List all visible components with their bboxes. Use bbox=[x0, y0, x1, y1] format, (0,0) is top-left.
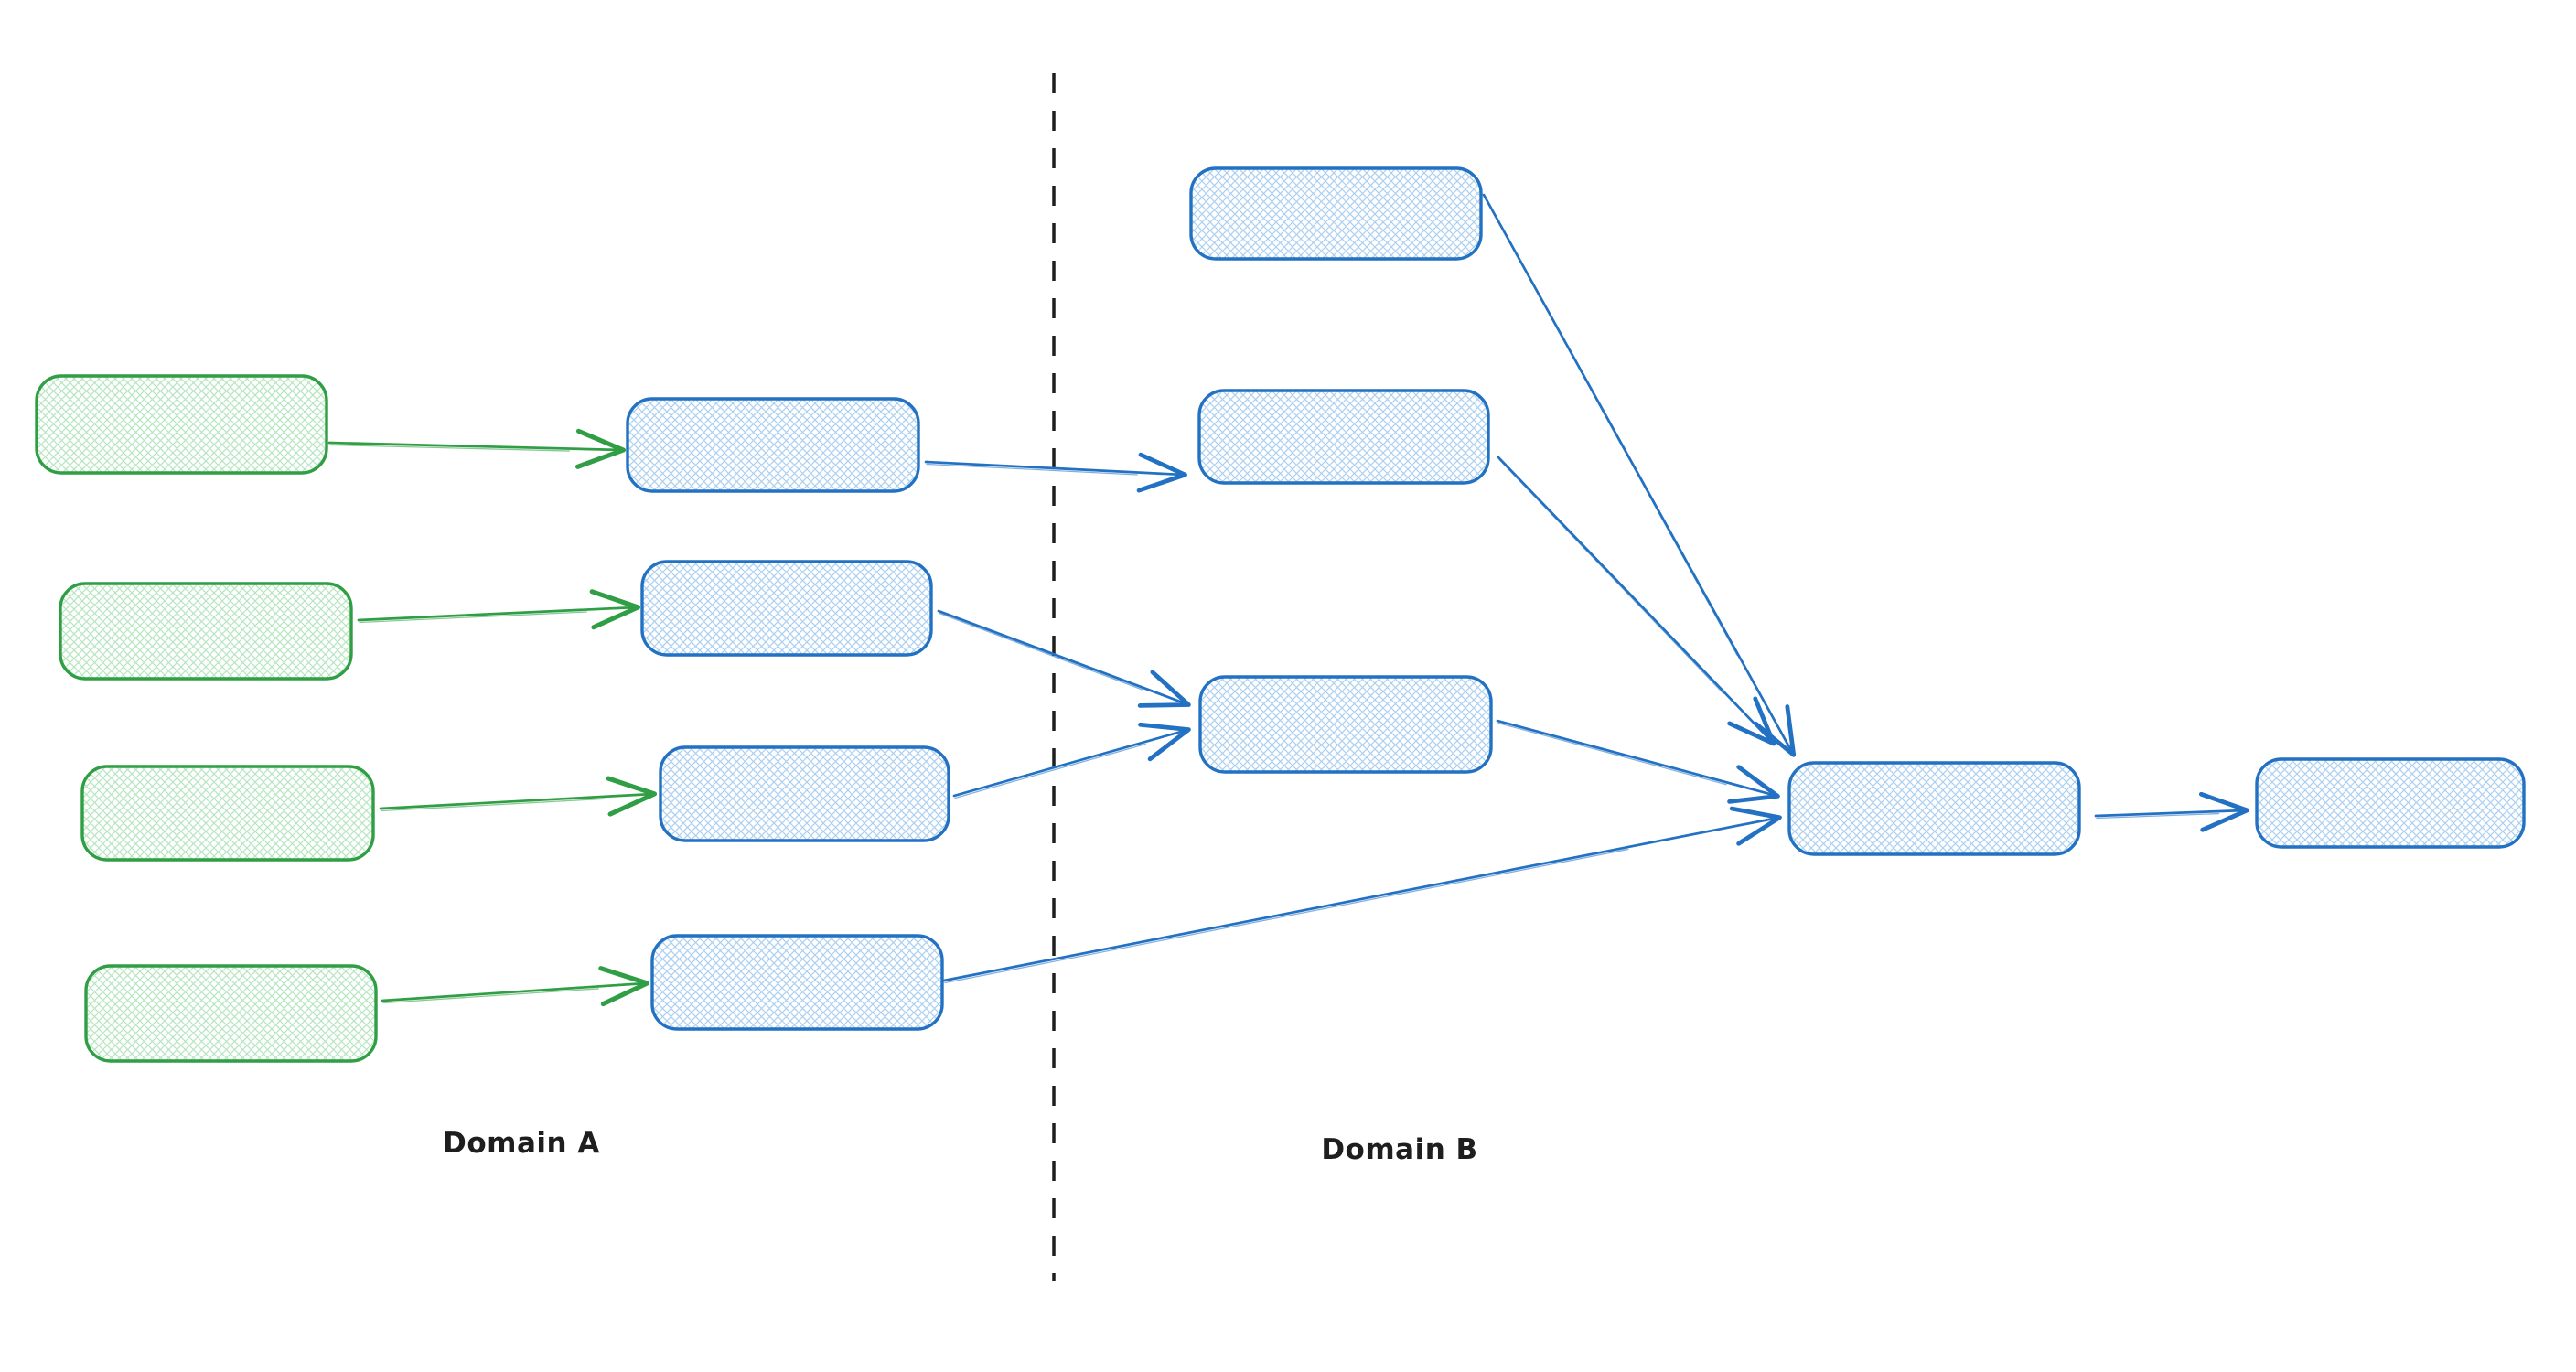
domain-b-label[interactable]: Domain B bbox=[1321, 1133, 1478, 1166]
merge-node[interactable] bbox=[1787, 761, 2081, 856]
arrow-a2-to-b3[interactable] bbox=[937, 609, 1191, 708]
arrow-b1-to-merge[interactable] bbox=[1482, 193, 1797, 757]
domain-b-node-3[interactable] bbox=[1198, 675, 1493, 774]
arrow-green-2-to-a2[interactable] bbox=[357, 589, 641, 630]
domain-b-node-1[interactable] bbox=[1189, 166, 1483, 261]
arrow-green-4-to-a4[interactable] bbox=[381, 966, 650, 1007]
arrow-a1-to-b2[interactable] bbox=[924, 452, 1187, 493]
domain-a-node-2[interactable] bbox=[640, 560, 933, 657]
arrow-b2-to-merge[interactable] bbox=[1497, 456, 1776, 746]
green-source-2[interactable] bbox=[59, 582, 353, 681]
green-source-3[interactable] bbox=[80, 765, 375, 862]
arrow-a4-to-merge[interactable] bbox=[942, 806, 1782, 984]
arrow-green-1-to-a1[interactable] bbox=[327, 428, 627, 469]
arrow-merge-to-output[interactable] bbox=[2094, 791, 2249, 832]
arrow-b3-to-merge[interactable] bbox=[1496, 719, 1780, 804]
output-node[interactable] bbox=[2255, 757, 2526, 849]
domain-a-label[interactable]: Domain A bbox=[443, 1127, 600, 1160]
arrow-green-3-to-a3[interactable] bbox=[379, 776, 658, 817]
domain-a-node-4[interactable] bbox=[650, 934, 944, 1031]
domain-a-node-3[interactable] bbox=[659, 745, 950, 842]
domain-a-node-1[interactable] bbox=[626, 397, 920, 493]
green-source-1[interactable] bbox=[35, 374, 328, 475]
domain-b-node-2[interactable] bbox=[1197, 389, 1490, 485]
green-source-4[interactable] bbox=[84, 964, 378, 1063]
arrow-a3-to-b3[interactable] bbox=[952, 722, 1191, 799]
